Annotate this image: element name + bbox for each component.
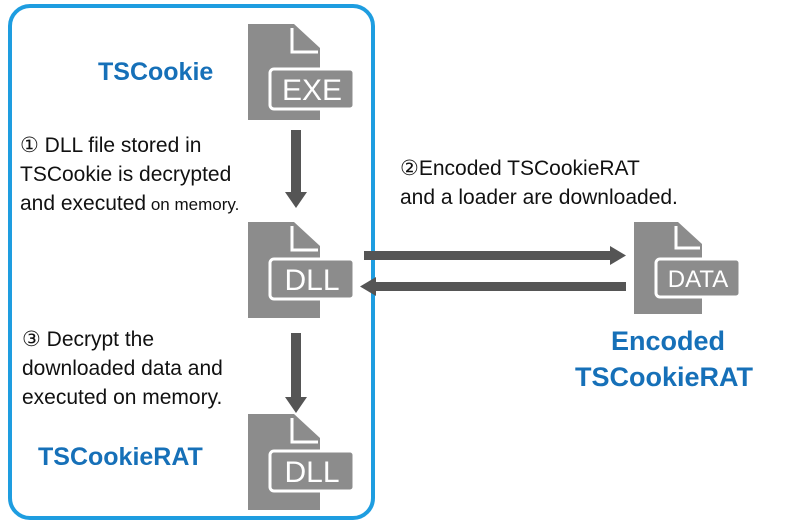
- step1-line2: TSCookie is decrypted: [20, 163, 232, 186]
- label-encoded-tscookierat: TSCookieRAT: [575, 362, 754, 392]
- step2-line2: and a loader are downloaded.: [400, 186, 678, 209]
- arrow-dll-to-rat: [285, 333, 307, 413]
- step2-line1: ②Encoded TSCookieRAT: [400, 157, 640, 180]
- arrow-request-right: [364, 246, 626, 265]
- dll-file-label: DLL: [284, 264, 339, 297]
- step1-line3: and executed on memory.: [20, 190, 239, 218]
- label-encoded: Encoded: [611, 326, 726, 356]
- step3-line3: executed on memory.: [22, 386, 223, 409]
- tscookierat-dll-label: DLL: [284, 456, 339, 489]
- tscookierat-dll-file-icon: DLL: [248, 414, 356, 510]
- exe-file-icon: EXE: [248, 24, 356, 120]
- step3-line2: downloaded data and: [22, 357, 223, 380]
- arrow-exe-to-dll: [285, 130, 307, 208]
- arrow-download-left: [360, 277, 626, 296]
- exe-file-label: EXE: [282, 74, 342, 107]
- step1-line3-main: and executed: [20, 192, 147, 215]
- data-file-icon: DATA: [634, 222, 742, 314]
- step3-line1: ③ Decrypt the: [22, 328, 155, 351]
- label-tscookie: TSCookie: [98, 58, 214, 86]
- step1-line3-small: on memory.: [146, 195, 240, 214]
- step1-line1: ① DLL file stored in: [20, 134, 202, 157]
- dll-file-icon: DLL: [248, 222, 356, 318]
- label-tscookierat: TSCookieRAT: [38, 443, 203, 471]
- data-file-label: DATA: [668, 266, 728, 293]
- tscookie-process-frame: [8, 4, 375, 520]
